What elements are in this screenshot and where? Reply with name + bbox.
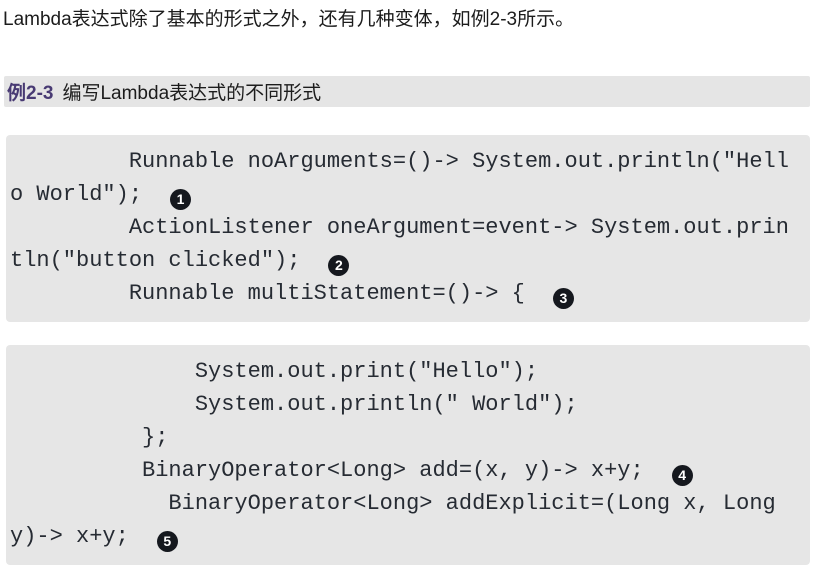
code-text: ActionListener oneArgument=event-> Syste… <box>10 215 789 240</box>
code-block-2: System.out.print("Hello"); System.out.pr… <box>6 345 810 565</box>
code-line: System.out.println(" World"); <box>10 388 810 421</box>
code-line: y)-> x+y; 5 <box>10 520 810 553</box>
example-header-bar: 例2-3 编写Lambda表达式的不同形式 <box>4 76 810 107</box>
code-line: BinaryOperator<Long> add=(x, y)-> x+y; 4 <box>10 454 810 487</box>
code-text: System.out.println(" World"); <box>10 392 578 417</box>
code-line: Runnable noArguments=()-> System.out.pri… <box>10 145 810 178</box>
book-page: Lambda表达式除了基本的形式之外，还有几种变体，如例2-3所示。 例2-3 … <box>0 8 818 575</box>
code-line: o World"); 1 <box>10 178 810 211</box>
code-text: o World"); <box>10 182 143 207</box>
callout-marker-2: 2 <box>328 255 350 276</box>
code-block-1: Runnable noArguments=()-> System.out.pri… <box>6 135 810 322</box>
code-line: System.out.print("Hello"); <box>10 355 810 388</box>
code-line: BinaryOperator<Long> addExplicit=(Long x… <box>10 487 810 520</box>
code-line: tln("button clicked"); 2 <box>10 244 810 277</box>
code-line: Runnable multiStatement=()-> { 3 <box>10 277 810 310</box>
intro-paragraph: Lambda表达式除了基本的形式之外，还有几种变体，如例2-3所示。 <box>3 9 575 30</box>
example-title: 编写Lambda表达式的不同形式 <box>62 83 322 104</box>
example-number-label: 例2-3 <box>7 83 54 104</box>
code-text: System.out.print("Hello"); <box>10 359 539 384</box>
callout-marker-1: 1 <box>170 189 192 210</box>
code-text: }; <box>10 425 169 450</box>
code-text: Runnable multiStatement=()-> { <box>10 281 525 306</box>
callout-marker-4: 4 <box>671 465 693 486</box>
code-text: BinaryOperator<Long> addExplicit=(Long x… <box>10 491 776 516</box>
callout-marker-5: 5 <box>156 531 178 552</box>
code-line: }; <box>10 421 810 454</box>
code-text: BinaryOperator<Long> add=(x, y)-> x+y; <box>10 458 644 483</box>
code-text: Runnable noArguments=()-> System.out.pri… <box>10 149 789 174</box>
code-text: y)-> x+y; <box>10 524 129 549</box>
code-text: tln("button clicked"); <box>10 248 301 273</box>
code-line: ActionListener oneArgument=event-> Syste… <box>10 211 810 244</box>
callout-marker-3: 3 <box>552 288 574 309</box>
